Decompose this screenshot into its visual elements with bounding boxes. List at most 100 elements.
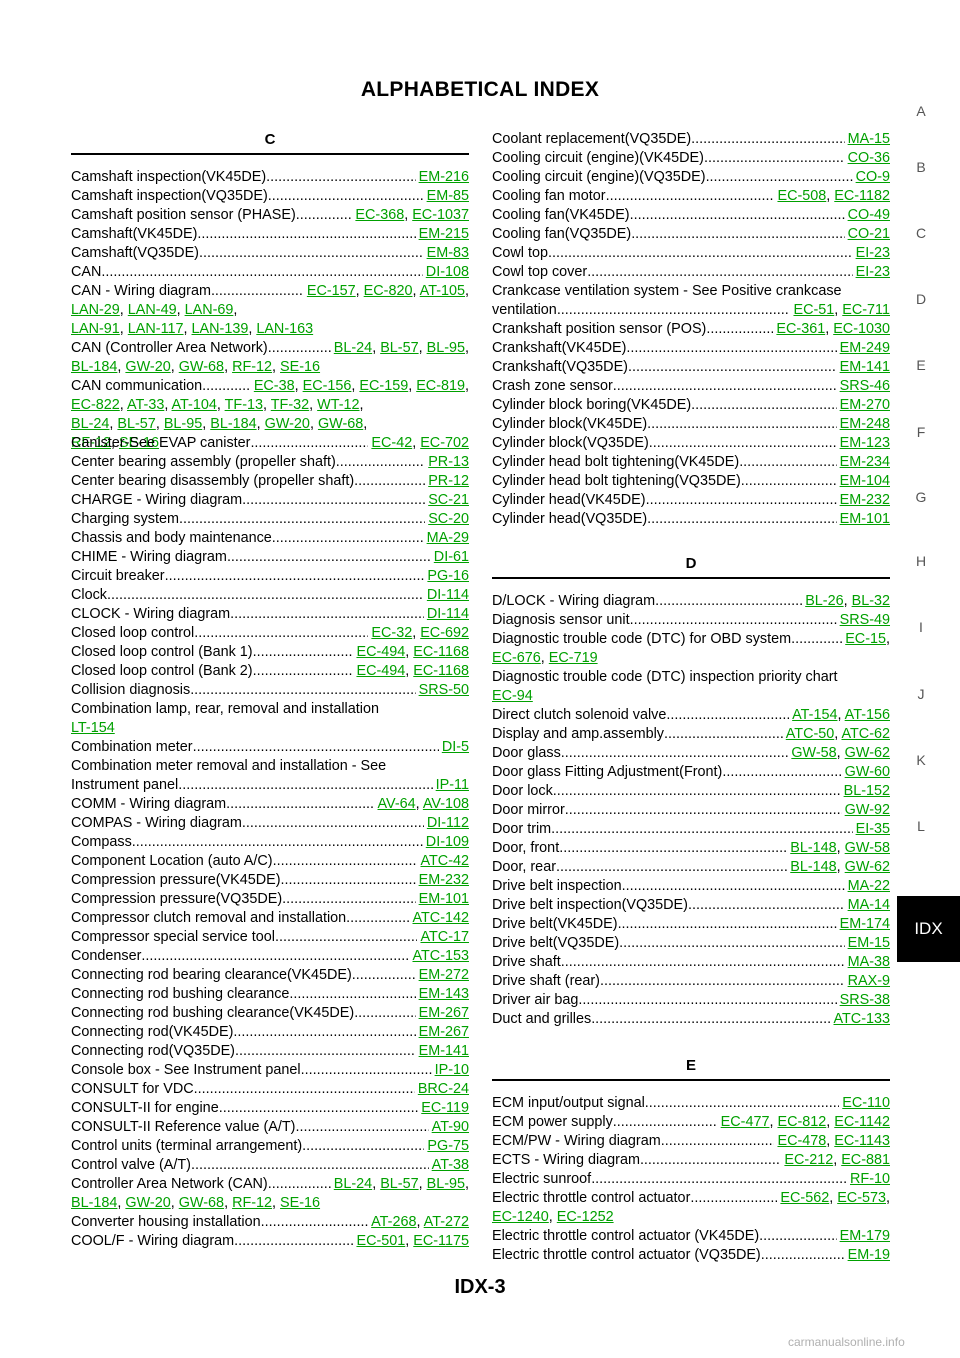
page-ref-link[interactable]: BL-148	[790, 859, 837, 875]
page-ref-link[interactable]: BL-32	[851, 593, 890, 609]
page-ref-link[interactable]: EM-141	[839, 359, 890, 375]
page-ref-link[interactable]: EC-676	[492, 650, 541, 666]
page-ref-link[interactable]: EC-1252	[556, 1209, 614, 1225]
page-ref-link[interactable]: EC-881	[841, 1152, 890, 1168]
side-tab-k[interactable]: K	[916, 752, 926, 768]
page-ref-link[interactable]: BL-24	[333, 340, 373, 356]
page-ref-link[interactable]: EC-156	[302, 378, 352, 394]
page-ref-link[interactable]: DI-114	[426, 606, 469, 622]
page-ref-link[interactable]: AT-105	[419, 283, 465, 299]
page-ref-link[interactable]: BL-184	[71, 1195, 118, 1211]
page-ref-link[interactable]: EC-702	[420, 435, 469, 451]
page-ref-link[interactable]: ATC-62	[841, 726, 890, 742]
page-ref-link[interactable]: GW-60	[844, 764, 890, 780]
page-ref-link[interactable]: LAN-163	[256, 321, 314, 337]
page-ref-link[interactable]: EC-42	[371, 435, 413, 451]
page-ref-link[interactable]: BL-95	[426, 340, 465, 356]
page-ref-link[interactable]: LAN-139	[191, 321, 249, 337]
page-ref-link[interactable]: PR-12	[428, 473, 469, 489]
page-ref-link[interactable]: EC-1175	[413, 1233, 469, 1249]
page-ref-link[interactable]: AT-38	[431, 1157, 469, 1173]
page-ref-link[interactable]: EC-573	[837, 1190, 886, 1206]
page-ref-link[interactable]: ATC-153	[412, 948, 469, 964]
page-ref-link[interactable]: RF-12	[232, 1195, 273, 1211]
page-ref-link[interactable]: MA-38	[847, 954, 890, 970]
page-ref-link[interactable]: RAX-9	[847, 973, 890, 989]
page-ref-link[interactable]: EC-692	[420, 625, 469, 641]
page-ref-link[interactable]: EM-19	[847, 1247, 890, 1263]
page-ref-link[interactable]: EC-1240	[492, 1209, 549, 1225]
page-ref-link[interactable]: EM-174	[839, 916, 890, 932]
page-ref-link[interactable]: LAN-49	[127, 302, 177, 318]
page-ref-link[interactable]: RF-10	[850, 1171, 890, 1187]
page-ref-link[interactable]: BRC-24	[417, 1081, 469, 1097]
page-ref-link[interactable]: RF-12	[232, 359, 273, 375]
page-ref-link[interactable]: LAN-69	[184, 302, 234, 318]
page-ref-link[interactable]: EM-267	[418, 1024, 469, 1040]
page-ref-link[interactable]: LT-154	[71, 720, 115, 736]
page-ref-link[interactable]: EM-248	[839, 416, 890, 432]
page-ref-link[interactable]: BL-95	[163, 416, 203, 432]
page-ref-link[interactable]: GW-58	[844, 840, 890, 856]
page-ref-link[interactable]: EC-119	[421, 1100, 469, 1116]
page-ref-link[interactable]: WT-12	[317, 397, 360, 413]
page-ref-link[interactable]: EC-110	[842, 1095, 890, 1111]
page-ref-link[interactable]: EC-1168	[413, 663, 469, 679]
page-ref-link[interactable]: EM-267	[418, 1005, 469, 1021]
side-tab-e[interactable]: E	[916, 357, 926, 373]
page-ref-link[interactable]: EC-1143	[834, 1133, 890, 1149]
page-ref-link[interactable]: EC-368	[355, 207, 405, 223]
page-ref-link[interactable]: EC-478	[777, 1133, 827, 1149]
side-tab-c[interactable]: C	[915, 225, 927, 241]
page-ref-link[interactable]: EC-501	[356, 1233, 406, 1249]
page-ref-link[interactable]: AT-268	[371, 1214, 417, 1230]
page-ref-link[interactable]: BL-184	[210, 416, 257, 432]
page-ref-link[interactable]: EM-216	[418, 169, 469, 185]
side-tab-a[interactable]: A	[916, 103, 926, 119]
page-ref-link[interactable]: DI-114	[426, 587, 469, 603]
page-ref-link[interactable]: EC-494	[356, 663, 406, 679]
page-ref-link[interactable]: GW-20	[264, 416, 310, 432]
side-tab-b[interactable]: B	[916, 159, 926, 175]
page-ref-link[interactable]: EM-85	[426, 188, 469, 204]
page-ref-link[interactable]: EI-23	[855, 264, 890, 280]
page-ref-link[interactable]: EC-719	[548, 650, 598, 666]
page-ref-link[interactable]: EC-812	[777, 1114, 827, 1130]
side-tab-g[interactable]: G	[915, 489, 927, 505]
page-ref-link[interactable]: BL-148	[790, 840, 837, 856]
page-ref-link[interactable]: AT-33	[127, 397, 165, 413]
side-tab-h[interactable]: H	[915, 553, 927, 569]
page-ref-link[interactable]: SC-20	[428, 511, 469, 527]
page-ref-link[interactable]: LAN-117	[127, 321, 184, 337]
page-ref-link[interactable]: EM-234	[839, 454, 890, 470]
page-ref-link[interactable]: EC-32	[371, 625, 413, 641]
page-ref-link[interactable]: EI-35	[855, 821, 890, 837]
page-ref-link[interactable]: PG-75	[427, 1138, 469, 1154]
page-ref-link[interactable]: EM-249	[839, 340, 890, 356]
page-ref-link[interactable]: EC-1168	[413, 644, 469, 660]
page-ref-link[interactable]: PG-16	[427, 568, 469, 584]
page-ref-link[interactable]: EM-15	[847, 935, 890, 951]
page-ref-link[interactable]: EC-562	[780, 1190, 830, 1206]
page-ref-link[interactable]: EC-477	[720, 1114, 770, 1130]
page-ref-link[interactable]: EC-159	[359, 378, 409, 394]
page-ref-link[interactable]: EM-123	[839, 435, 890, 451]
page-ref-link[interactable]: AV-108	[422, 796, 469, 812]
page-ref-link[interactable]: ATC-50	[785, 726, 835, 742]
page-ref-link[interactable]: DI-112	[426, 815, 469, 831]
side-tab-l[interactable]: L	[917, 818, 925, 834]
page-ref-link[interactable]: RF-12	[71, 435, 111, 451]
page-ref-link[interactable]: EM-270	[839, 397, 890, 413]
page-ref-link[interactable]: EM-143	[418, 986, 469, 1002]
page-ref-link[interactable]: AT-156	[844, 707, 890, 723]
page-ref-link[interactable]: EM-101	[839, 511, 890, 527]
page-ref-link[interactable]: SRS-38	[839, 992, 890, 1008]
page-ref-link[interactable]: EC-822	[71, 397, 120, 413]
page-ref-link[interactable]: BL-26	[805, 593, 844, 609]
page-ref-link[interactable]: ATC-133	[833, 1011, 890, 1027]
page-ref-link[interactable]: ATC-142	[412, 910, 469, 926]
page-ref-link[interactable]: EC-94	[492, 688, 533, 704]
page-ref-link[interactable]: EC-508	[777, 188, 827, 204]
page-ref-link[interactable]: PR-13	[428, 454, 469, 470]
page-ref-link[interactable]: DI-108	[425, 264, 469, 280]
